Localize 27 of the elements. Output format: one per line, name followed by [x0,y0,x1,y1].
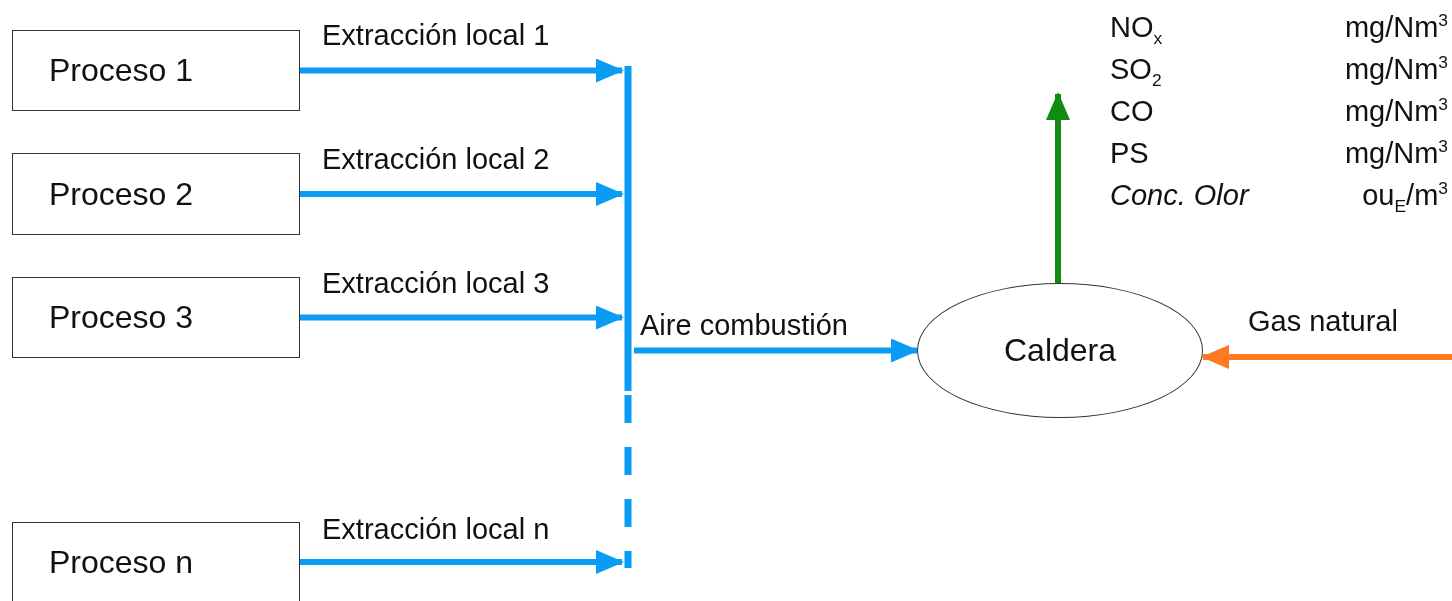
arrow [300,58,624,83]
arrow [1046,92,1070,283]
arrow [1201,345,1452,369]
arrow [300,550,624,574]
pollutant-label: PS [1110,136,1149,171]
process-box [12,30,300,111]
arrow [300,182,624,206]
unit-label: mg/Nm$^{3}$ [1344,93,1448,129]
node-label: Proceso n [49,543,194,581]
process-box [12,153,300,235]
pollutant-label: Conc. Olor [1110,178,1249,213]
arrow [300,305,624,330]
node-label: Caldera [1003,332,1117,369]
node-label: Proceso 1 [49,52,194,89]
pollutant-label: CO [1110,94,1154,129]
unit-label: mg/Nm$^{3}$ [1344,135,1448,171]
node-label: Proceso 2 [49,175,194,213]
unit-label: mg/Nm$^{3}$ [1344,9,1448,45]
process-box [12,277,300,358]
pollutant-label: SO$_{2}$ [1110,52,1162,90]
unit-label: ou$_{E}$/m$^{3}$ [1362,177,1448,216]
process-box [12,522,300,601]
unit-label: mg/Nm$^{3}$ [1344,51,1448,87]
pollutant-label: NO$_{x}$ [1110,10,1163,48]
arrow [634,338,919,363]
collector-line [622,66,634,568]
node-label: Proceso 3 [49,299,194,336]
